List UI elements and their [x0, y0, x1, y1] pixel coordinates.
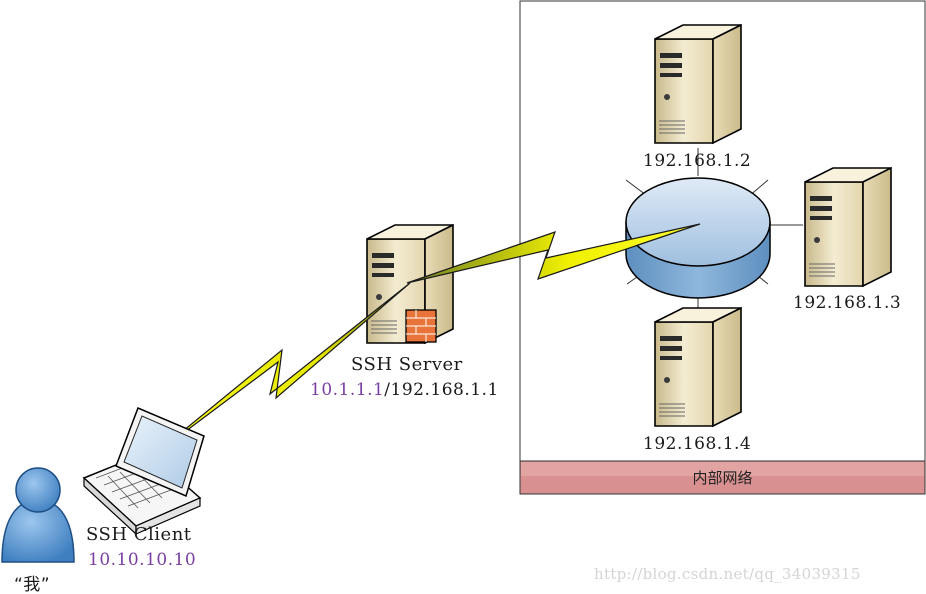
watermark: http://blog.csdn.net/qq_34039315: [594, 565, 861, 583]
server-ip-label-2: 192.168.1.3: [793, 293, 902, 313]
link-client-to-server: [149, 282, 411, 459]
user-label: “我”: [14, 575, 51, 594]
internal-network-label: 内部网络: [692, 469, 753, 487]
ip-separator: /: [384, 380, 391, 400]
ssh-server-internal-ip: 192.168.1.1: [390, 380, 499, 400]
server-192-168-1-4: [654, 307, 742, 427]
ssh-server-name: SSH Server: [351, 354, 463, 375]
ssh-server-ip: 10.1.1.1/192.168.1.1: [310, 380, 499, 400]
firewall-icon: [405, 309, 437, 343]
server-192-168-1-2: [654, 24, 742, 144]
server-192-168-1-3: [804, 167, 892, 287]
ssh-server-external-ip: 10.1.1.1: [310, 380, 385, 400]
ssh-client-ip: 10.10.10.10: [88, 550, 197, 570]
link-server-to-hub: [406, 223, 701, 284]
network-hub: [625, 177, 771, 299]
user-icon: [1, 467, 75, 563]
server-ip-label-3: 192.168.1.4: [643, 434, 752, 454]
server-ip-label-1: 192.168.1.2: [643, 151, 752, 171]
laptop-icon: [82, 407, 205, 536]
ssh-client-name: SSH Client: [86, 524, 192, 545]
